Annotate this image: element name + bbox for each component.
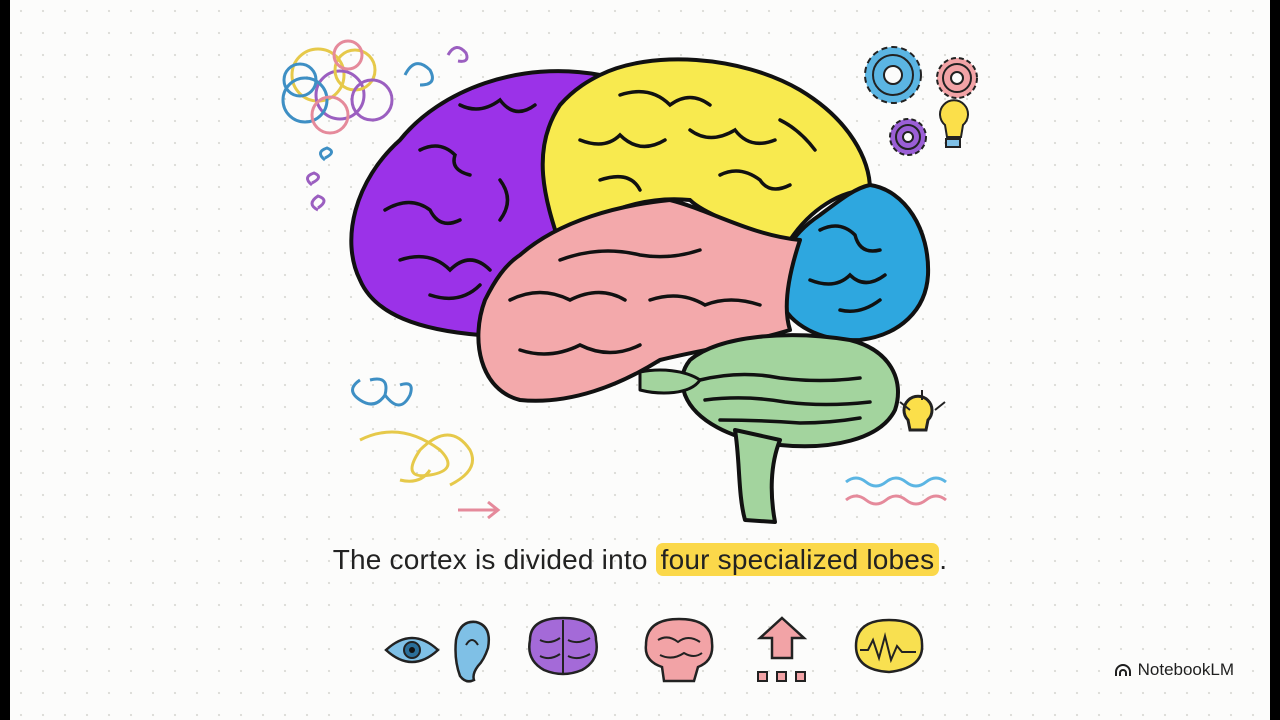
eye-icon <box>384 636 440 664</box>
brain-folds <box>383 89 887 425</box>
notebooklm-logo-icon <box>1114 664 1131 676</box>
ear-icon <box>454 620 490 683</box>
brain-stem <box>733 428 782 524</box>
purple-brain-icon <box>528 616 598 676</box>
caption-suffix: . <box>939 544 948 575</box>
wave-doodle <box>845 390 947 506</box>
brain-illustration <box>281 39 978 524</box>
yellow-brain-icon <box>854 618 924 674</box>
icon-row <box>384 616 924 683</box>
notebooklm-brand: NotebookLM <box>1114 660 1234 680</box>
squiggle-doodle <box>351 377 501 520</box>
upload-arrow-icon <box>756 616 808 682</box>
scribble-doodle <box>281 39 469 212</box>
caption: The cortex is divided into four speciali… <box>10 543 1270 576</box>
gears-doodle <box>864 46 978 156</box>
brain <box>349 57 931 524</box>
caption-highlight: four specialized lobes <box>655 543 940 576</box>
slide: The cortex is divided into four speciali… <box>10 0 1270 720</box>
pink-brain-icon <box>644 617 714 683</box>
brand-name: NotebookLM <box>1137 660 1234 679</box>
caption-prefix: The cortex is divided into <box>332 544 656 575</box>
